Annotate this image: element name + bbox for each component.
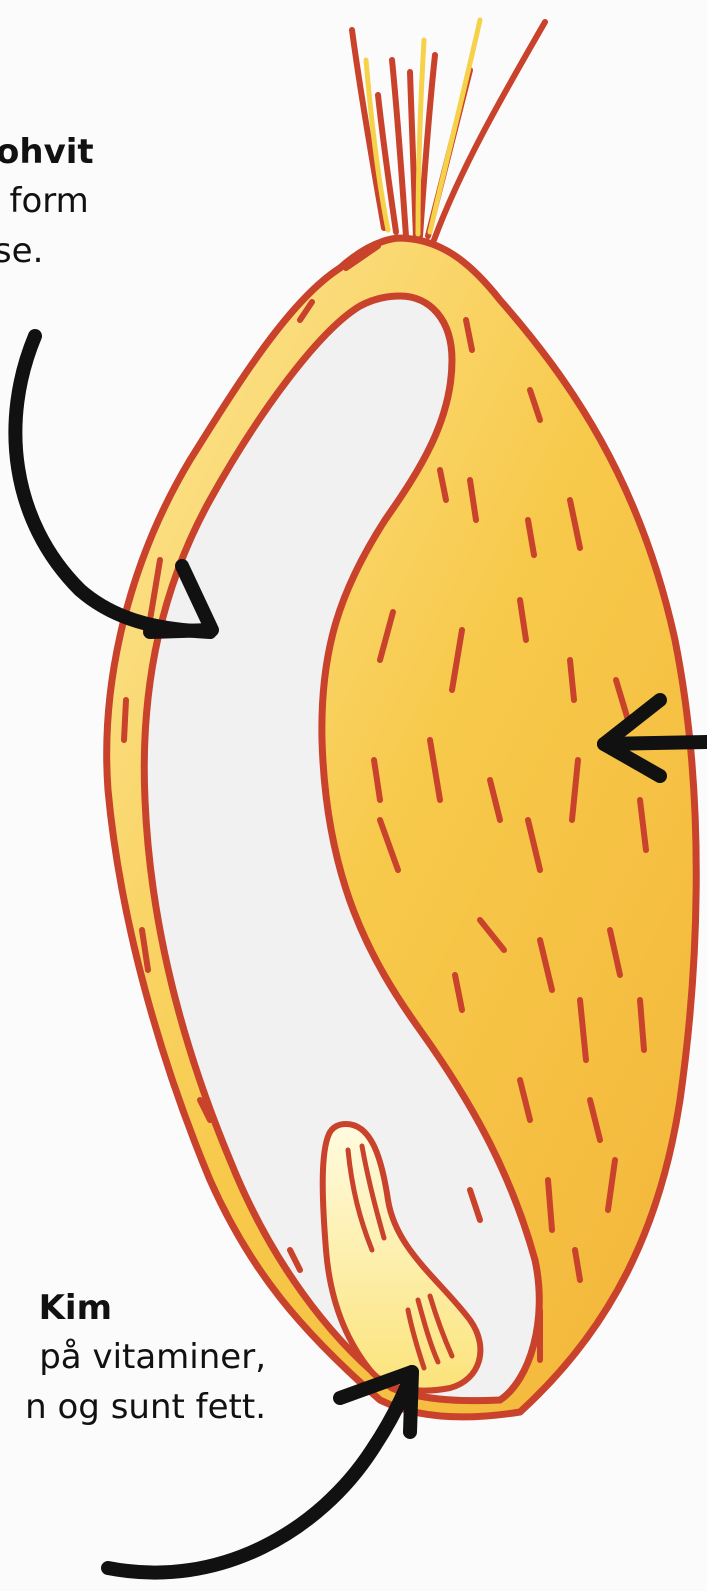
grain-bristles — [352, 22, 545, 240]
germ-label-line1: på vitaminer, — [0, 1333, 266, 1382]
endosperm-label-line2: ivelse. — [0, 227, 94, 276]
endosperm-label-title: ohvit — [0, 128, 94, 177]
germ-label: Kim på vitaminer, n og sunt fett. — [0, 1284, 266, 1432]
germ-label-title: Kim — [0, 1284, 266, 1333]
germ-label-line2: n og sunt fett. — [0, 1383, 266, 1432]
endosperm-label: ohvit rgi i form ivelse. — [0, 128, 94, 276]
endosperm-label-line1: rgi i form — [0, 177, 94, 226]
